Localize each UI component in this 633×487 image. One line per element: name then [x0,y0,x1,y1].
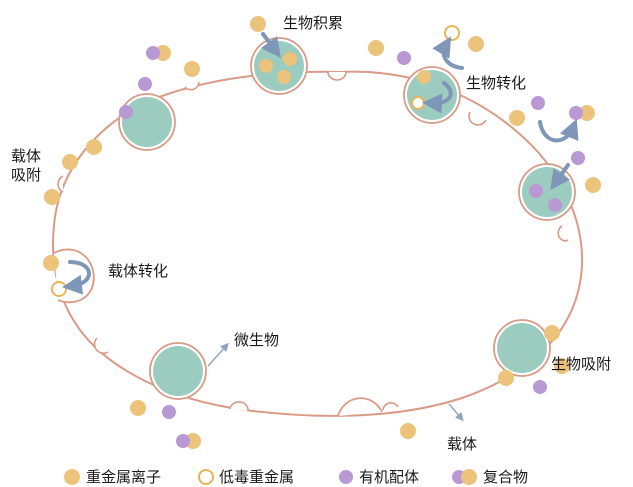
pointer-microorganism [207,342,229,367]
legend-organic-ligand-icon [339,470,353,484]
heavy-metal-ion [544,325,560,341]
legend-low-toxicity-metal-icon [198,469,214,485]
arrow-biotransformation-in [422,81,453,114]
organic-ligand [531,96,545,110]
heavy-metal-ion [400,423,416,439]
organic-ligand [138,77,152,91]
pore-bump [57,175,64,193]
heavy-metal-ion [509,110,525,126]
low-toxicity-metal [411,96,425,110]
organic-ligand [119,105,133,119]
pore-bump [229,401,249,412]
organic-ligand [176,434,190,448]
arrow-biotransformation-out [432,36,464,70]
organic-ligand [571,151,585,165]
low-toxicity-metal [444,25,460,41]
heavy-metal-ion [130,400,146,416]
organic-ligand [529,184,543,198]
organic-ligand [146,46,160,60]
heavy-metal-ion [43,255,59,271]
organic-ligand [548,198,562,212]
organic-ligand [162,405,176,419]
heavy-metal-ion [368,40,384,56]
organic-ligand [397,51,411,65]
pore-bump [468,111,487,126]
heavy-metal-ion [498,370,514,386]
arrow-complexation-in [550,163,570,191]
cell-microorganism [153,346,203,396]
low-toxicity-metal [51,281,67,297]
pore-bump [557,225,569,242]
legend-complex-metal-icon [461,469,477,485]
pointer-carrier [448,403,464,422]
label-carrier-adsorption: 载体 吸附 [11,147,41,185]
label-microorganism: 微生物 [234,331,280,349]
heavy-metal-ion [44,189,60,205]
heavy-metal-ion [554,358,570,374]
pore-bump [93,337,109,354]
label-bioadsorption: 生物吸附 [551,355,612,373]
heavy-metal-ion [417,70,431,84]
organic-ligand [533,380,547,394]
heavy-metal-ion [185,433,201,449]
pore-bump [327,71,347,81]
organic-ligand [569,106,583,120]
label-carrier-adsorption-line2: 吸附 [11,166,42,184]
pore-bump [382,402,399,411]
legend-heavy-metal-ion-icon [64,469,80,485]
legend-symbols [64,469,477,485]
heavy-metal-ion [86,139,102,155]
heavy-metal-ion [585,177,601,193]
heavy-metal-ion [250,16,266,32]
label-bioaccumulation: 生物积累 [283,14,344,32]
arrow-carrier-transformation [62,260,91,295]
heavy-metal-ion [62,154,78,170]
pore-bump [337,397,383,417]
legend-low-toxicity-metal-label: 低毒重金属 [219,468,295,486]
heavy-metal-ion [259,59,273,73]
arrow-complexation-out [538,118,579,143]
cell-bioadsorption [497,323,547,373]
heavy-metal-ion [283,52,297,66]
legend-heavy-metal-ion-label: 重金属离子 [86,468,162,486]
arrow-bioaccumulation [261,32,281,58]
label-carrier-adsorption-line1: 载体 [11,147,42,165]
legend-organic-ligand-label: 有机配体 [359,468,420,486]
legend-complex-label: 复合物 [483,468,529,486]
heavy-metal-ion [468,36,484,52]
pore-bump [184,81,200,91]
heavy-metal-ion [155,45,171,61]
heavy-metal-ion [579,105,595,121]
heavy-metal-ion [277,70,291,84]
cell-adsorbed [122,97,172,147]
label-biotransformation: 生物转化 [466,74,527,92]
heavy-metal-ion [184,61,200,77]
label-carrier-transformation: 载体转化 [108,262,169,280]
label-carrier: 载体 [447,435,478,453]
